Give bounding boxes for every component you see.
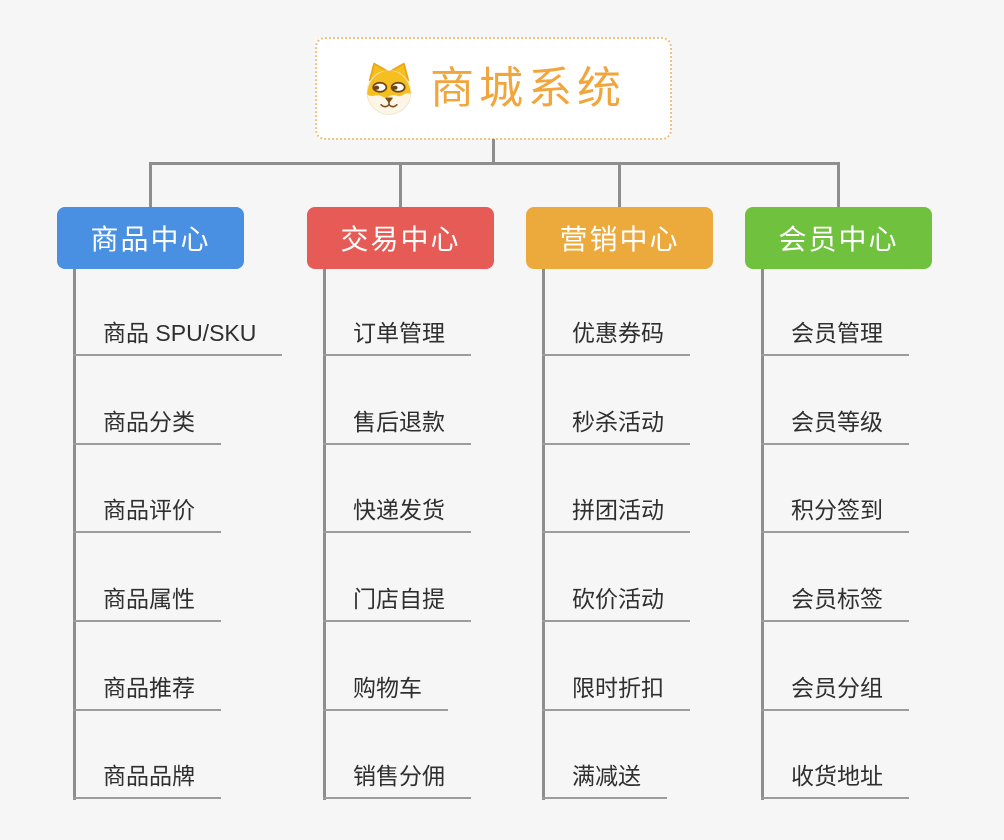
branch-drop-line (618, 164, 621, 208)
leaf-node[interactable]: 门店自提 (323, 584, 471, 622)
leaf-node[interactable]: 快递发货 (323, 495, 471, 533)
root-node[interactable]: 商城系统 (315, 37, 672, 140)
leaf-node[interactable]: 会员等级 (761, 407, 909, 445)
branch-column-trade: 交易中心 订单管理售后退款快递发货门店自提购物车销售分佣 (307, 0, 567, 840)
leaf-node[interactable]: 满减送 (542, 761, 667, 799)
leaf-node[interactable]: 商品推荐 (73, 673, 221, 711)
leaf-node[interactable]: 购物车 (323, 673, 448, 711)
branch-trunk-line (761, 269, 764, 800)
leaf-node[interactable]: 优惠券码 (542, 318, 690, 356)
leaf-node[interactable]: 商品属性 (73, 584, 221, 622)
leaf-node[interactable]: 会员管理 (761, 318, 909, 356)
branch-column-product: 商品中心 商品 SPU/SKU 商品分类商品评价商品属性商品推荐商品品牌 (57, 0, 317, 840)
leaf-node[interactable]: 会员标签 (761, 584, 909, 622)
leaf-node[interactable]: 售后退款 (323, 407, 471, 445)
leaf-node[interactable]: 会员分组 (761, 673, 909, 711)
root-stem-line (492, 139, 495, 163)
branch-column-marketing: 营销中心 优惠券码秒杀活动拼团活动砍价活动限时折扣满减送 (526, 0, 786, 840)
branch-node-marketing[interactable]: 营销中心 (526, 207, 713, 269)
leaf-node[interactable]: 秒杀活动 (542, 407, 690, 445)
leaf-node[interactable]: 积分签到 (761, 495, 909, 533)
leaf-node[interactable]: 收货地址 (761, 761, 909, 799)
branch-trunk-line (323, 269, 326, 800)
leaf-node[interactable]: 商品评价 (73, 495, 221, 533)
branch-node-product[interactable]: 商品中心 (57, 207, 244, 269)
leaf-node[interactable]: 拼团活动 (542, 495, 690, 533)
leaf-node[interactable]: 销售分佣 (323, 761, 471, 799)
leaf-node[interactable]: 商品 SPU/SKU (73, 318, 283, 356)
branch-trunk-line (542, 269, 545, 800)
branch-drop-line (837, 164, 840, 208)
leaf-node[interactable]: 商品分类 (73, 407, 221, 445)
leaf-node[interactable]: 订单管理 (323, 318, 471, 356)
branch-trunk-line (73, 269, 76, 800)
leaf-node[interactable]: 限时折扣 (542, 673, 690, 711)
leaf-node[interactable]: 砍价活动 (542, 584, 690, 622)
leaf-node[interactable]: 商品品牌 (73, 761, 221, 799)
branch-drop-line (399, 164, 402, 208)
branch-drop-line (149, 164, 152, 208)
horizontal-connector-line (149, 162, 840, 165)
shiba-dog-face-icon (361, 61, 417, 117)
branch-column-member: 会员中心 会员管理会员等级积分签到会员标签会员分组收货地址 (745, 0, 1004, 840)
branch-node-member[interactable]: 会员中心 (745, 207, 932, 269)
branch-node-trade[interactable]: 交易中心 (307, 207, 494, 269)
root-title: 商城系统 (430, 63, 626, 113)
